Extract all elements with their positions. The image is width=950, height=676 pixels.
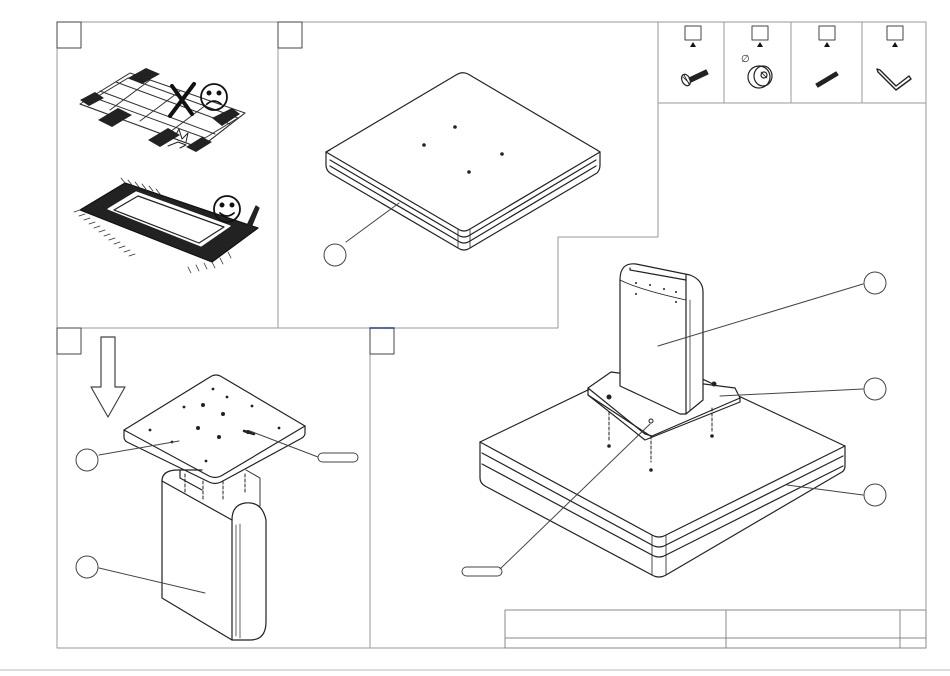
hardware-count-boxes xyxy=(685,26,903,40)
step-tab-2 xyxy=(278,22,302,48)
callout-bubble-column xyxy=(76,556,98,578)
allen-key-icon xyxy=(877,69,911,90)
count-pointer-triangles xyxy=(690,42,898,47)
bolt-icon xyxy=(680,70,708,87)
callout-bubble-mount-plate xyxy=(864,378,886,400)
dowel-pin-icon xyxy=(816,72,838,87)
sad-face-icon xyxy=(201,84,227,110)
base-plate-drawing xyxy=(326,73,600,250)
callout-bubble-base-plate-2 xyxy=(324,244,346,266)
step-tab-1 xyxy=(57,22,81,48)
part-label-bolt-step4 xyxy=(462,567,502,576)
diameter-symbol: ∅ xyxy=(741,54,750,65)
rug-illustration xyxy=(74,178,259,273)
callout-bubble-column-step4 xyxy=(864,272,886,294)
callout-bubble-top-plate xyxy=(76,449,98,471)
step-tab-4 xyxy=(370,328,394,354)
base-plate-holes xyxy=(422,125,504,174)
cam-lock-nut-icon: ∅ xyxy=(741,54,772,88)
down-arrow-icon xyxy=(91,337,125,417)
part-label-bolt-step3 xyxy=(318,453,358,462)
final-assembly-drawing xyxy=(480,264,863,577)
title-block xyxy=(505,610,926,648)
floor-protection-illustration xyxy=(74,68,259,273)
top-plate-holes xyxy=(149,388,281,463)
step-tab-3 xyxy=(57,328,81,354)
step-number-tabs xyxy=(57,22,394,354)
callout-bubble-base-step4 xyxy=(864,484,886,506)
hardware-legend: ∅ xyxy=(680,26,911,90)
top-plate-drawing xyxy=(99,375,318,640)
